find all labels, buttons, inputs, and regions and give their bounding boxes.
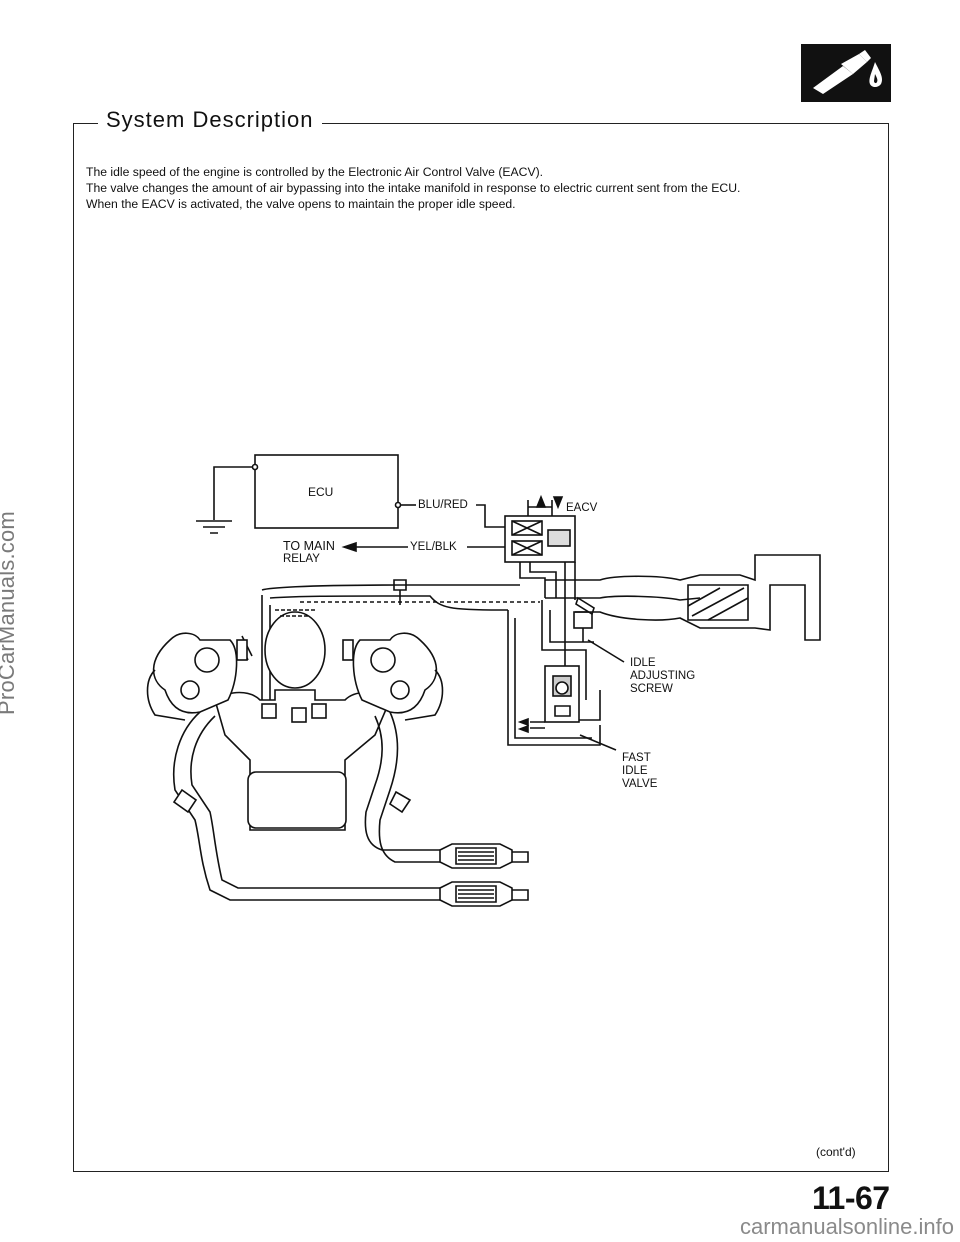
- intake-duct: [545, 554, 821, 641]
- ground-wire: [213, 466, 255, 520]
- blu-red-label: BLU/RED: [418, 499, 468, 511]
- continued-note: (cont'd): [816, 1145, 856, 1159]
- ground-symbol: [196, 520, 232, 534]
- idle-screw-leader: [587, 639, 625, 663]
- idle-adjusting-screw: [573, 611, 593, 629]
- engine-block: [214, 689, 391, 831]
- idle-label-2: IDLE: [622, 765, 648, 777]
- plenum-chamber: [264, 611, 326, 689]
- section-badge: [801, 44, 891, 102]
- left-cylinder-head: [146, 632, 253, 721]
- description: The idle speed of the engine is controll…: [86, 164, 876, 212]
- page-number: 11-67: [812, 1180, 890, 1216]
- fuel-nozzle-icon: [801, 44, 891, 102]
- description-line: The idle speed of the engine is controll…: [86, 165, 544, 179]
- screw-label: SCREW: [630, 683, 673, 695]
- ecu-box: [254, 454, 399, 529]
- adjusting-label: ADJUSTING: [630, 670, 696, 682]
- content-frame: [73, 123, 889, 1172]
- bypass-passage: [564, 562, 601, 721]
- fast-idle-leader: [579, 734, 617, 751]
- fast-idle-valve: [517, 665, 580, 734]
- blu-red-wire: [476, 504, 505, 528]
- description-line: When the EACV is activated, the valve op…: [86, 197, 516, 211]
- description-line: The valve changes the amount of air bypa…: [86, 181, 741, 195]
- idle-label: IDLE: [630, 657, 656, 669]
- ecu-label: ECU: [308, 485, 334, 499]
- bottom-watermark: carmanualsonline.info: [739, 1214, 954, 1239]
- arrow-to-relay: [341, 541, 357, 553]
- relay-label: RELAY: [283, 553, 320, 565]
- valve-label: VALVE: [622, 778, 658, 790]
- to-main-label: TO MAIN: [283, 539, 335, 553]
- eacv-valve: [504, 494, 576, 563]
- section-title: System Description: [98, 107, 322, 133]
- yel-blk-label: YEL/BLK: [410, 541, 457, 553]
- right-cylinder-head: [342, 632, 444, 721]
- exhaust-system: [172, 711, 529, 907]
- eacv-label: EACV: [566, 502, 598, 514]
- fast-label: FAST: [622, 752, 651, 764]
